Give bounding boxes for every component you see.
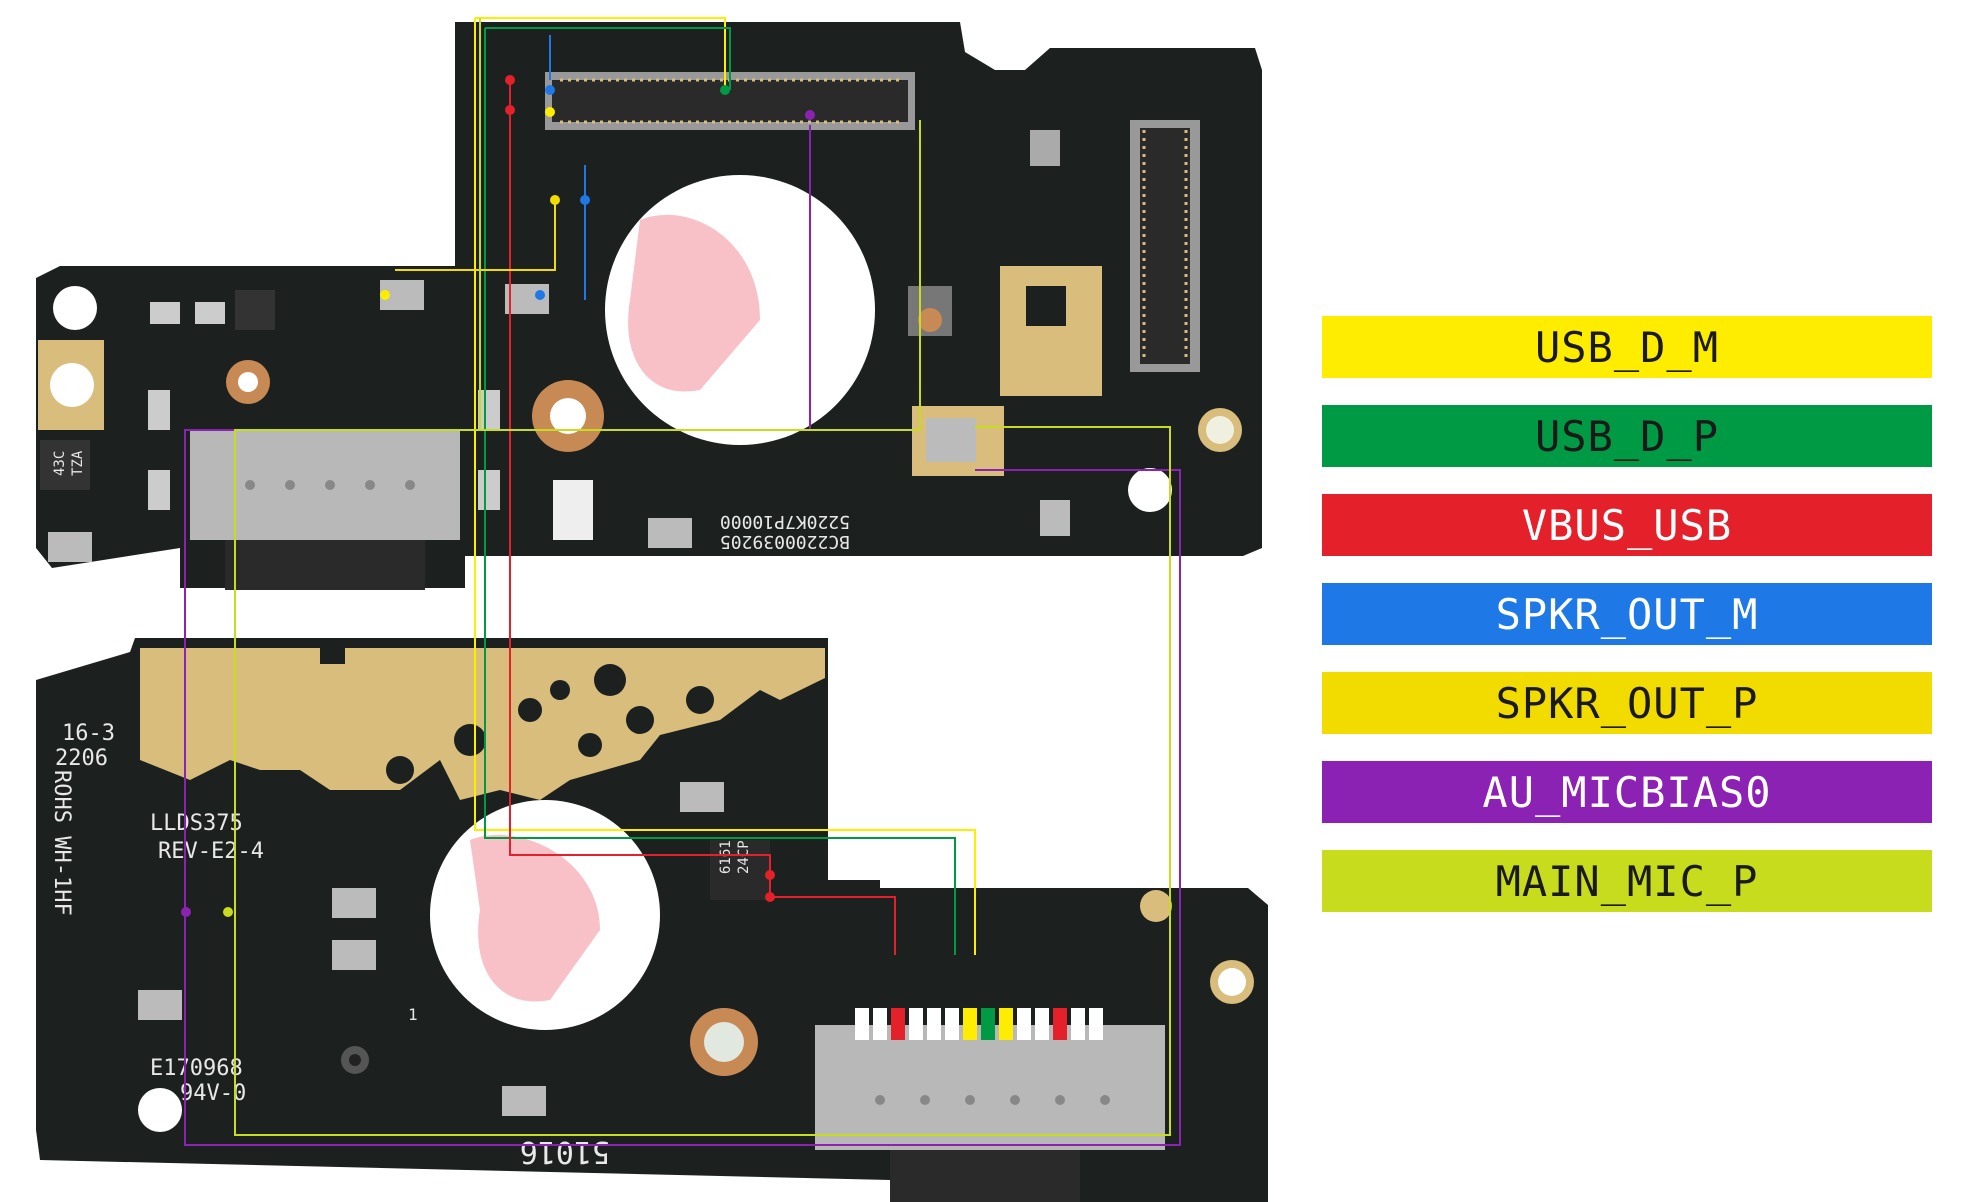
legend-au-micbias0: AU_MICBIAS0 (1322, 761, 1932, 823)
legend-vbus-usb: VBUS_USB (1322, 494, 1932, 556)
chip-label-2: 24CP (736, 840, 752, 874)
chip-label-1: 6161 (718, 840, 734, 874)
trace-spkr-p (395, 200, 556, 271)
legend-spkr-out-p: SPKR_OUT_P (1322, 672, 1932, 734)
legend-label: USB_D_P (1534, 411, 1719, 461)
serial-1: 5220K7P10000 (720, 511, 850, 532)
trace-main-mic (234, 120, 1171, 1136)
legend-label: SPKR_OUT_M (1495, 589, 1759, 639)
trace-usb-d-m (474, 17, 976, 955)
cert-1: E170968 (150, 1056, 243, 1081)
cert-2: 94V-0 (180, 1081, 246, 1106)
legend-usb-d-p: USB_D_P (1322, 405, 1932, 467)
pin-one-mark: 1 (408, 1005, 418, 1024)
bottom-code: 51016 (520, 1134, 610, 1169)
trace-spkr-m (549, 35, 586, 300)
chip-code-1: 43C (52, 451, 68, 476)
legend-usb-d-m: USB_D_M (1322, 316, 1932, 378)
components (40, 130, 1070, 1116)
legend-label: MAIN_MIC_P (1495, 856, 1759, 906)
usb-c-connector-lower (815, 1008, 1165, 1202)
usb-c-connector-upper (190, 430, 460, 590)
net-legend: USB_D_M USB_D_P VBUS_USB SPKR_OUT_M SPKR… (1322, 316, 1932, 939)
legend-label: SPKR_OUT_P (1495, 678, 1759, 728)
board-model: LLDS375 (150, 811, 243, 836)
fpc-connector-right (1130, 120, 1200, 372)
date-1: 16-3 (62, 721, 115, 746)
serial-2: BC2200039205 (720, 531, 850, 552)
legend-spkr-out-m: SPKR_OUT_M (1322, 583, 1932, 645)
board-rev: REV-E2-4 (158, 839, 264, 864)
legend-label: AU_MICBIAS0 (1482, 767, 1772, 817)
legend-main-mic-p: MAIN_MIC_P (1322, 850, 1932, 912)
chip-code-2: TZA (70, 450, 86, 476)
legend-label: USB_D_M (1534, 322, 1719, 372)
gold-shield (140, 648, 825, 800)
legend-label: VBUS_USB (1521, 500, 1733, 550)
mounting-holes (38, 286, 1254, 1132)
gold-patch (1000, 266, 1102, 396)
shield-holes (386, 664, 750, 784)
rohs-mark: ROHS WH-1HF (49, 770, 74, 916)
trace-dots (181, 75, 815, 917)
trace-usb-d-p (484, 27, 956, 955)
usb-c-pin-row (855, 1008, 1103, 1040)
date-2: 2206 (55, 746, 108, 771)
